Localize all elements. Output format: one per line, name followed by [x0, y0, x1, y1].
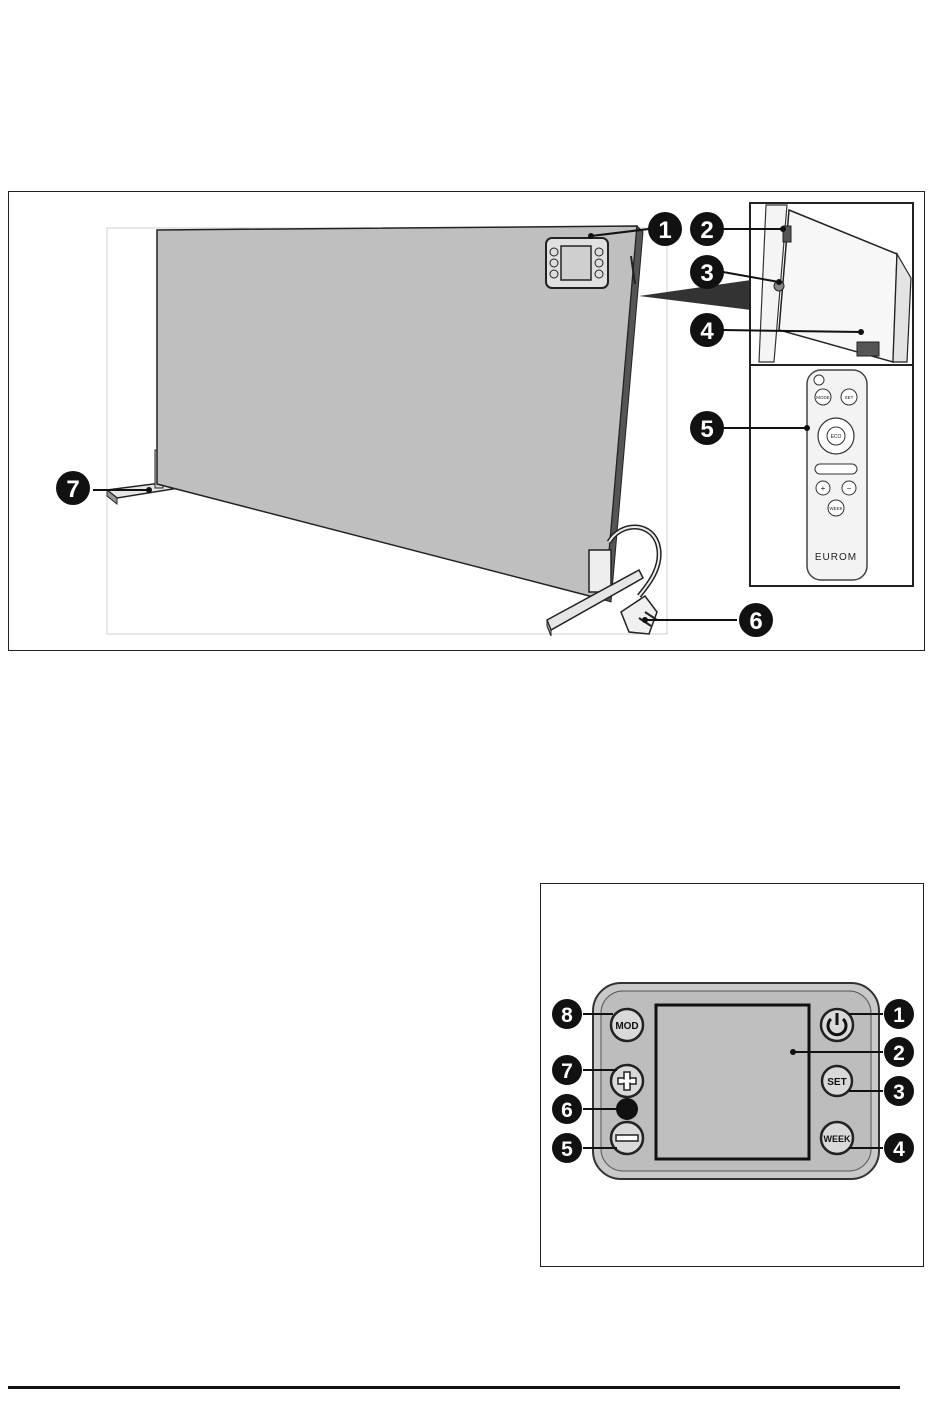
callout-1: 1	[884, 999, 914, 1029]
svg-text:4: 4	[700, 318, 714, 345]
remote-eco-label: ECO	[831, 434, 842, 440]
svg-text:2: 2	[700, 217, 713, 244]
callout-6: 6	[739, 603, 773, 637]
remote-set-label: SET	[845, 395, 854, 400]
control-panel-figure: MOD SET WEEK	[540, 883, 924, 1267]
remote-plus-label: +	[821, 484, 826, 493]
minus-button	[611, 1122, 643, 1154]
callout-3: 3	[884, 1076, 914, 1106]
svg-text:3: 3	[700, 260, 713, 287]
callout-2: 2	[690, 212, 724, 246]
callout-3: 3	[690, 255, 724, 289]
mod-button: MOD	[611, 1009, 643, 1041]
svg-text:SET: SET	[827, 1077, 846, 1088]
svg-text:7: 7	[561, 1060, 573, 1083]
heater-illustration: MODE SET ECO + − WEEK EUROM	[9, 192, 926, 652]
remote-week-label: WEEK	[829, 506, 842, 511]
svg-text:8: 8	[561, 1004, 573, 1027]
callout-7: 7	[552, 1055, 582, 1085]
set-button: SET	[822, 1066, 852, 1096]
callout-6: 6	[552, 1094, 582, 1124]
callout-1: 1	[648, 212, 682, 246]
page-footer-rule	[8, 1386, 900, 1389]
svg-text:WEEK: WEEK	[824, 1134, 852, 1144]
week-button: WEEK	[821, 1122, 853, 1154]
svg-text:1: 1	[658, 217, 671, 244]
svg-text:6: 6	[749, 608, 762, 635]
callout-4: 4	[884, 1133, 914, 1163]
callout-5: 5	[690, 411, 724, 445]
svg-text:2: 2	[893, 1042, 905, 1065]
remote-mode-label: MODE	[816, 395, 830, 400]
display-screen	[656, 1005, 809, 1159]
heater-overview-figure: MODE SET ECO + − WEEK EUROM	[8, 191, 925, 651]
heater-control-panel	[546, 238, 608, 288]
svg-text:7: 7	[66, 476, 79, 503]
callout-7: 7	[56, 471, 90, 505]
callout-2: 2	[884, 1037, 914, 1067]
svg-text:3: 3	[893, 1081, 905, 1104]
callout-5: 5	[552, 1133, 582, 1163]
svg-text:5: 5	[700, 416, 713, 443]
power-plug-icon	[621, 596, 657, 634]
side-detail-inset	[750, 203, 913, 365]
control-panel-illustration: MOD SET WEEK	[541, 884, 925, 1268]
svg-text:6: 6	[561, 1099, 573, 1122]
remote-minus-label: −	[847, 484, 852, 493]
cord-socket-icon	[857, 342, 879, 356]
callout-4: 4	[690, 313, 724, 347]
remote-sensor	[616, 1098, 638, 1120]
svg-text:MOD: MOD	[615, 1021, 638, 1032]
remote-power-icon	[814, 375, 824, 385]
svg-text:4: 4	[893, 1138, 905, 1161]
minus-icon	[616, 1135, 638, 1141]
remote-brand-label: EUROM	[815, 552, 857, 563]
remote-inset: MODE SET ECO + − WEEK EUROM	[750, 365, 913, 586]
svg-text:1: 1	[893, 1004, 905, 1027]
power-button	[821, 1009, 853, 1041]
detail-pointer	[639, 280, 751, 310]
svg-text:5: 5	[561, 1138, 573, 1161]
leader-dots	[790, 1049, 796, 1055]
callout-8: 8	[552, 999, 582, 1029]
